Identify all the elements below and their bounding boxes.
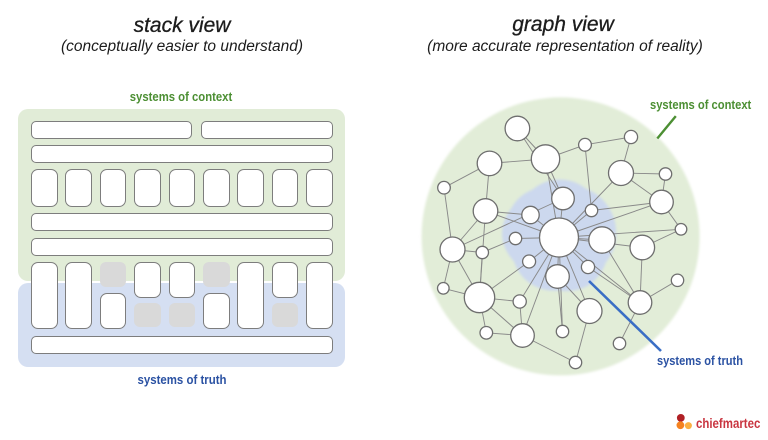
svg-text:chiefmartec: chiefmartec bbox=[696, 416, 760, 431]
